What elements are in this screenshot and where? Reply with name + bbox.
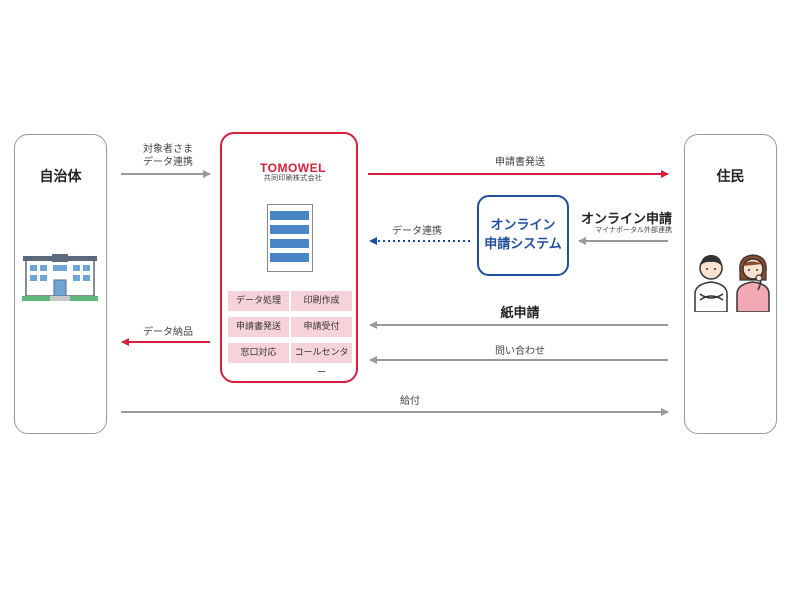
tomowel-logo: TOMOWEL 共同印刷株式会社 [258,162,328,183]
label-data-delivery: データ納品 [143,327,193,338]
label-target-data-line2: データ連携 [143,157,193,168]
residents-title: 住民 [716,169,745,185]
woman-thinking-icon [736,254,770,312]
label-online-application: オンライン申請 [580,212,672,227]
label-inquiry: 問い合わせ [495,346,545,357]
function-print-production: 印刷作成 [291,291,352,311]
function-application-send: 申請書発送 [228,317,289,337]
online-system-line2: 申請システム [484,237,562,252]
label-online-application-sub: マイナポータル外部連携 [595,226,672,234]
function-call-center: コールセンター [291,343,352,378]
server-icon [267,204,313,272]
label-target-data-line1: 対象者さま [143,144,193,155]
label-paper-application: 紙申請 [500,306,540,321]
municipality-title: 自治体 [39,169,82,185]
online-system-line1: オンライン [490,218,556,233]
function-application-receipt: 申請受付 [291,317,352,337]
function-data-processing: データ処理 [228,291,289,311]
logo-text: TOMOWEL [260,161,326,175]
company-name: 共同印刷株式会社 [263,174,323,182]
online-application-system: オンライン 申請システム [477,195,569,276]
municipal-building-icon [22,254,98,301]
man-arms-crossed-icon [694,255,728,312]
label-application-send: 申請書発送 [495,157,545,168]
function-counter-service: 窓口対応 [228,343,289,363]
label-data-link: データ連携 [392,226,442,237]
label-payment: 給付 [400,396,420,407]
provider-box: TOMOWEL 共同印刷株式会社 データ処理 印刷作成 申請書発送 申請受付 窓… [220,132,358,383]
